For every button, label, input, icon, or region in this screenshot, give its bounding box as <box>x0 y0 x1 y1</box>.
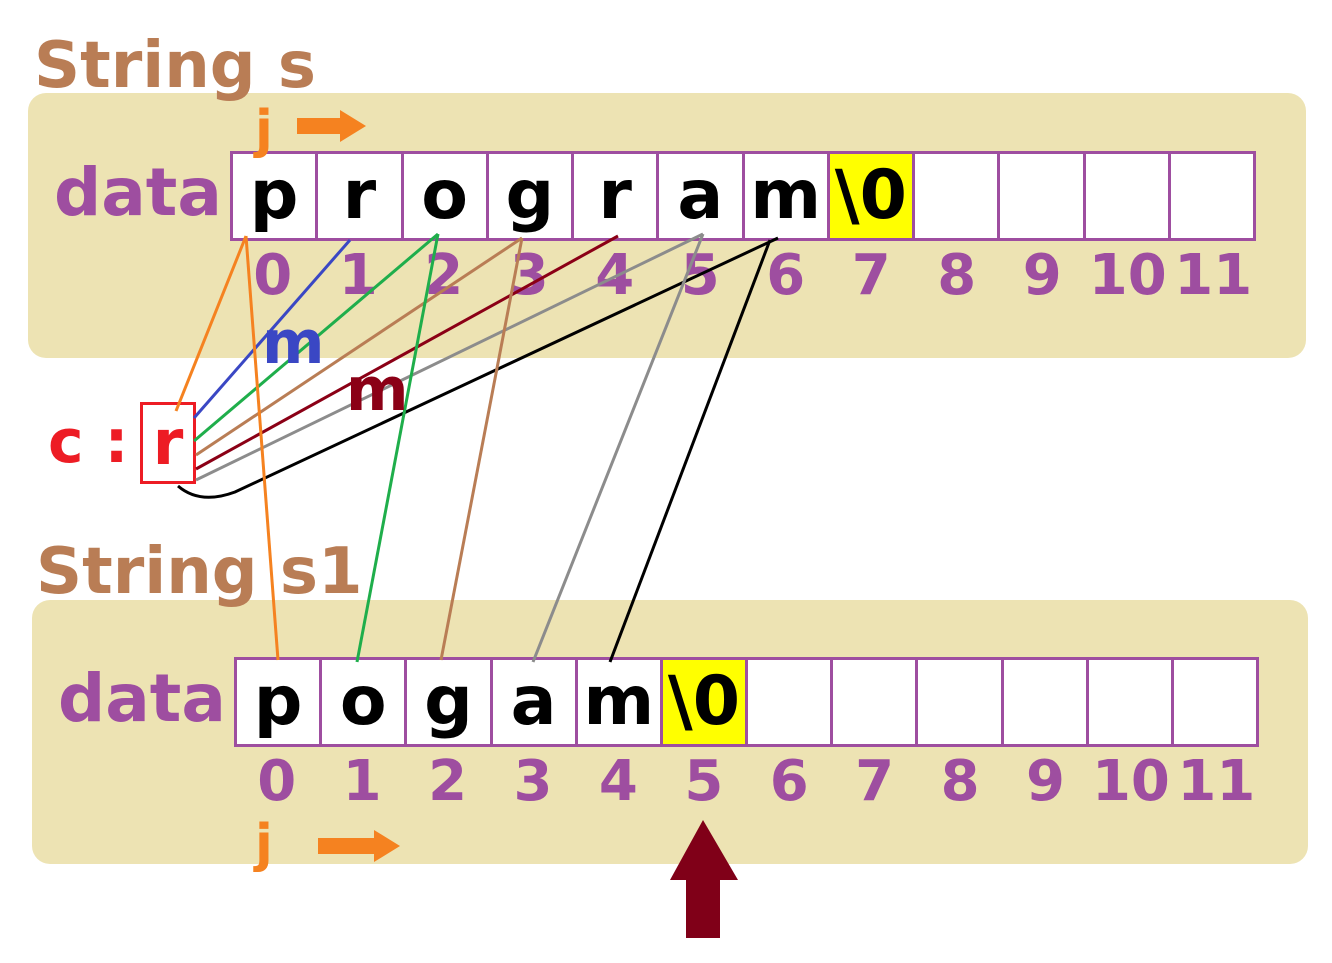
char-variable-label: c : <box>48 407 129 477</box>
s-cell-2: o <box>404 154 489 238</box>
s-cell-7-null-terminator: \0 <box>829 154 915 238</box>
s-cell-9 <box>1000 154 1086 238</box>
s-cell-5: a <box>659 154 745 238</box>
s1-index: 9 <box>1026 749 1065 814</box>
s1-cell-8 <box>918 660 1004 744</box>
s1-cell-6 <box>748 660 834 744</box>
s1-cell-4: m <box>578 660 663 744</box>
terminator-pointer-arrow <box>670 820 738 938</box>
string-s-indices: 0 1 2 3 4 5 6 7 8 9 10 11 <box>230 248 1256 304</box>
s1-cell-7 <box>833 660 919 744</box>
s-cell-10 <box>1086 154 1171 238</box>
s-index: 10 <box>1088 243 1167 308</box>
s1-index: 11 <box>1177 749 1256 814</box>
s-index: 1 <box>338 243 378 308</box>
s1-cell-10 <box>1089 660 1174 744</box>
s-index: 6 <box>766 243 806 308</box>
s1-index: 4 <box>598 749 638 814</box>
s-cell-6: m <box>745 154 830 238</box>
string-s-data-label: data <box>54 154 222 231</box>
char-variable-value: r <box>152 406 184 479</box>
string-s1-data-label: data <box>58 660 226 737</box>
s-index: 11 <box>1174 243 1253 308</box>
string-s-title: String s <box>34 29 316 103</box>
copy-line-g <box>439 237 524 661</box>
s1-index: 1 <box>342 749 382 814</box>
s-cell-1: r <box>318 154 404 238</box>
j-pointer-label-s: j <box>255 100 273 160</box>
s1-index: 2 <box>428 749 468 814</box>
s1-cell-0: p <box>237 660 323 744</box>
s1-cell-2: g <box>407 660 493 744</box>
compare-line-o <box>193 232 439 443</box>
s-index: 9 <box>1022 243 1062 308</box>
s1-cell-9 <box>1004 660 1089 744</box>
string-s1-title: String s1 <box>36 535 363 609</box>
compare-line-r1 <box>192 239 352 419</box>
copy-line-o <box>355 233 440 663</box>
compare-line-a <box>195 232 704 482</box>
string-s1-array: p o g a m \0 <box>234 657 1259 747</box>
s1-cell-3: a <box>493 660 578 744</box>
s1-index: 5 <box>684 749 724 814</box>
s1-index: 3 <box>513 749 553 814</box>
s-cell-0: p <box>233 154 319 238</box>
j-direction-arrow-s1 <box>318 830 400 862</box>
s1-index: 7 <box>855 749 895 814</box>
match-label-m-blue: m <box>262 308 325 378</box>
j-direction-arrow-s <box>297 110 366 142</box>
s1-index: 8 <box>940 749 980 814</box>
s1-cell-1: o <box>322 660 408 744</box>
s-cell-3: g <box>489 154 574 238</box>
match-label-m-darkred: m <box>346 355 409 425</box>
s-index: 8 <box>937 243 977 308</box>
compare-line-p <box>174 235 248 412</box>
s-cell-8 <box>915 154 1001 238</box>
compare-line-m <box>177 236 779 499</box>
copy-line-p <box>244 235 280 661</box>
s-index: 0 <box>253 243 293 308</box>
s1-cell-5-null-terminator: \0 <box>662 660 749 744</box>
compare-line-r2 <box>195 234 619 471</box>
string-s1-indices: 0 1 2 3 4 5 6 7 8 9 10 11 <box>234 754 1259 810</box>
s-index: 7 <box>851 243 891 308</box>
j-pointer-label-s1: j <box>255 814 273 874</box>
s-cell-4: r <box>574 154 660 238</box>
s1-index: 0 <box>257 749 297 814</box>
compare-line-g <box>195 236 523 457</box>
s1-index: 6 <box>769 749 809 814</box>
char-variable-box: r <box>140 402 196 484</box>
string-s-array: p r o g r a m \0 <box>230 151 1256 241</box>
copy-line-m <box>608 239 772 663</box>
copy-line-a <box>531 233 705 663</box>
s1-index: 10 <box>1091 749 1170 814</box>
